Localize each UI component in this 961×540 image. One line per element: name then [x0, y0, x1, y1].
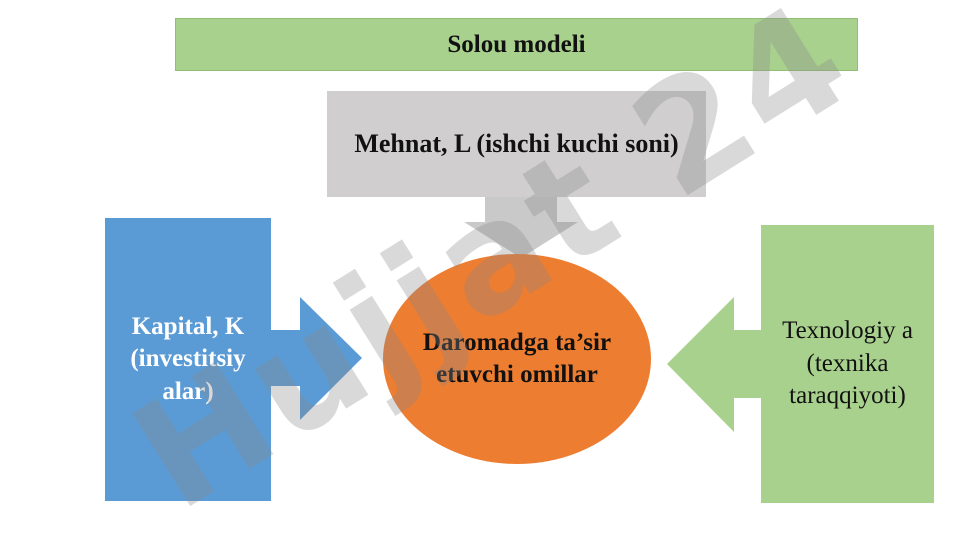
- capital-arrow: [271, 297, 362, 420]
- capital-box: Kapital, K (investitsiy alar): [105, 218, 271, 501]
- technology-box: Texnologiy a (texnika taraqqiyoti): [761, 225, 934, 503]
- diagram-title: Solou modeli: [175, 18, 858, 71]
- center-circle: Daromadga ta’sir etuvchi omillar: [383, 254, 651, 464]
- technology-arrow: [667, 297, 762, 432]
- labor-box: Mehnat, L (ishchi kuchi soni): [327, 91, 706, 197]
- labor-arrow: [464, 197, 578, 258]
